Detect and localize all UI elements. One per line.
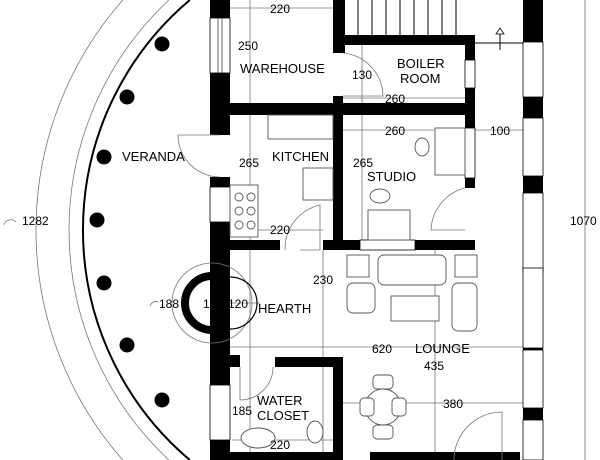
dim-label: 260 <box>385 124 405 138</box>
dim-label: 435 <box>424 359 444 373</box>
toilet <box>306 420 324 444</box>
dim-label: 220 <box>270 223 290 237</box>
kitchen-sink <box>267 114 334 140</box>
room-label-wc-2: CLOSET <box>257 408 309 423</box>
loveseat <box>451 282 478 332</box>
dim-label: 220 <box>270 2 290 16</box>
dim-label: 380 <box>443 397 463 411</box>
room-label-wc-1: WATER <box>257 393 303 408</box>
dim-label: 120 <box>228 297 248 311</box>
room-label-boiler-1: BOILER <box>397 56 445 71</box>
furniture <box>229 114 478 449</box>
side-table <box>454 254 478 278</box>
dim-label: 188 <box>159 297 179 311</box>
dim-label: 260 <box>385 92 405 106</box>
windows <box>209 0 544 460</box>
side-table <box>346 254 370 278</box>
washbasin <box>240 427 276 449</box>
dim-label: 250 <box>238 39 258 53</box>
sofa <box>377 254 447 286</box>
armchair <box>346 282 376 314</box>
room-label-lounge: LOUNGE <box>415 341 470 356</box>
veranda-columns <box>89 36 170 408</box>
dim-label: 100 <box>490 124 510 138</box>
dim-label: 130 <box>352 68 372 82</box>
studio-desk <box>434 127 466 176</box>
dim-label: 145 <box>203 297 223 311</box>
room-label-studio: STUDIO <box>367 169 416 184</box>
dim-label: 230 <box>313 273 333 287</box>
room-label-kitchen: KITCHEN <box>272 149 329 164</box>
dim-label: 265 <box>239 156 259 170</box>
room-label-warehouse: WAREHOUSE <box>240 61 325 76</box>
hearth-fireplace <box>149 262 258 344</box>
room-label-veranda: VERANDA <box>122 149 185 164</box>
dimension-labels: 220 250 130 260 260 100 265 265 220 1282… <box>3 2 597 452</box>
room-label-boiler-2: ROOM <box>400 71 440 86</box>
veranda-arcs <box>35 0 191 460</box>
dim-label: 1070 <box>570 214 597 228</box>
dim-label: 1282 <box>22 214 49 228</box>
dim-label: 620 <box>372 342 392 356</box>
room-labels: WAREHOUSE BOILER ROOM VERANDA KITCHEN ST… <box>122 56 470 423</box>
dim-label: 265 <box>353 156 373 170</box>
doors <box>177 52 503 460</box>
room-label-hearth: HEARTH <box>258 301 311 316</box>
dim-label: 185 <box>232 404 252 418</box>
dim-label: 220 <box>270 438 290 452</box>
coffee-table <box>390 295 440 322</box>
